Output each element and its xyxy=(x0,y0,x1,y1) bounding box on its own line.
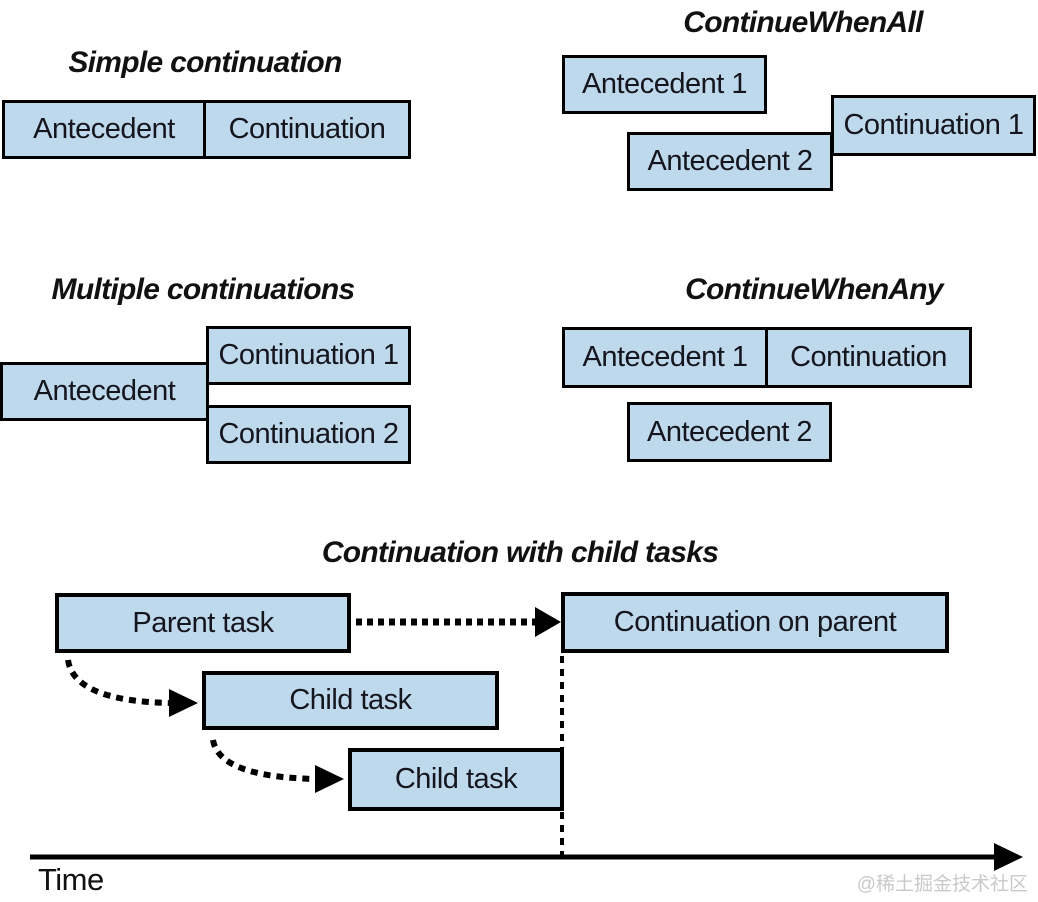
box-multiple-continuation-1: Continuation 1 xyxy=(206,326,411,385)
title-continue-when-all: ContinueWhenAll xyxy=(683,6,923,39)
box-child-task-2: Child task xyxy=(348,748,564,811)
box-whenall-continuation-1: Continuation 1 xyxy=(831,95,1036,156)
time-axis-arrowhead-icon xyxy=(994,843,1023,871)
title-continue-when-any: ContinueWhenAny xyxy=(685,273,944,306)
title-multiple-continuations: Multiple continuations xyxy=(51,273,356,306)
title-continuation-with-child-tasks: Continuation with child tasks xyxy=(321,536,719,569)
title-simple-continuation: Simple continuation xyxy=(68,46,342,79)
arrowhead-parent-to-child1-icon xyxy=(169,689,198,717)
box-continuation-on-parent: Continuation on parent xyxy=(561,592,949,653)
box-simple-continuation: Continuation xyxy=(203,100,411,159)
box-multiple-continuation-2: Continuation 2 xyxy=(206,405,411,464)
box-whenall-antecedent-2: Antecedent 2 xyxy=(627,132,833,191)
box-whenall-antecedent-1: Antecedent 1 xyxy=(562,55,767,114)
arrowhead-parent-to-continuation-icon xyxy=(535,607,561,637)
time-axis-label: Time xyxy=(38,862,104,897)
box-simple-antecedent: Antecedent xyxy=(2,100,206,159)
box-parent-task: Parent task xyxy=(55,593,351,653)
box-child-task-1: Child task xyxy=(202,671,499,730)
box-multiple-antecedent: Antecedent xyxy=(0,362,209,421)
box-whenany-continuation: Continuation xyxy=(765,327,972,388)
box-whenany-antecedent-1: Antecedent 1 xyxy=(562,327,768,388)
dotted-arrow-child1-to-child2 xyxy=(210,739,317,782)
watermark: @稀土掘金技术社区 xyxy=(856,874,1028,895)
dotted-arrow-parent-to-child1 xyxy=(65,659,171,706)
box-whenany-antecedent-2: Antecedent 2 xyxy=(627,402,832,462)
arrowhead-child1-to-child2-icon xyxy=(315,765,344,793)
